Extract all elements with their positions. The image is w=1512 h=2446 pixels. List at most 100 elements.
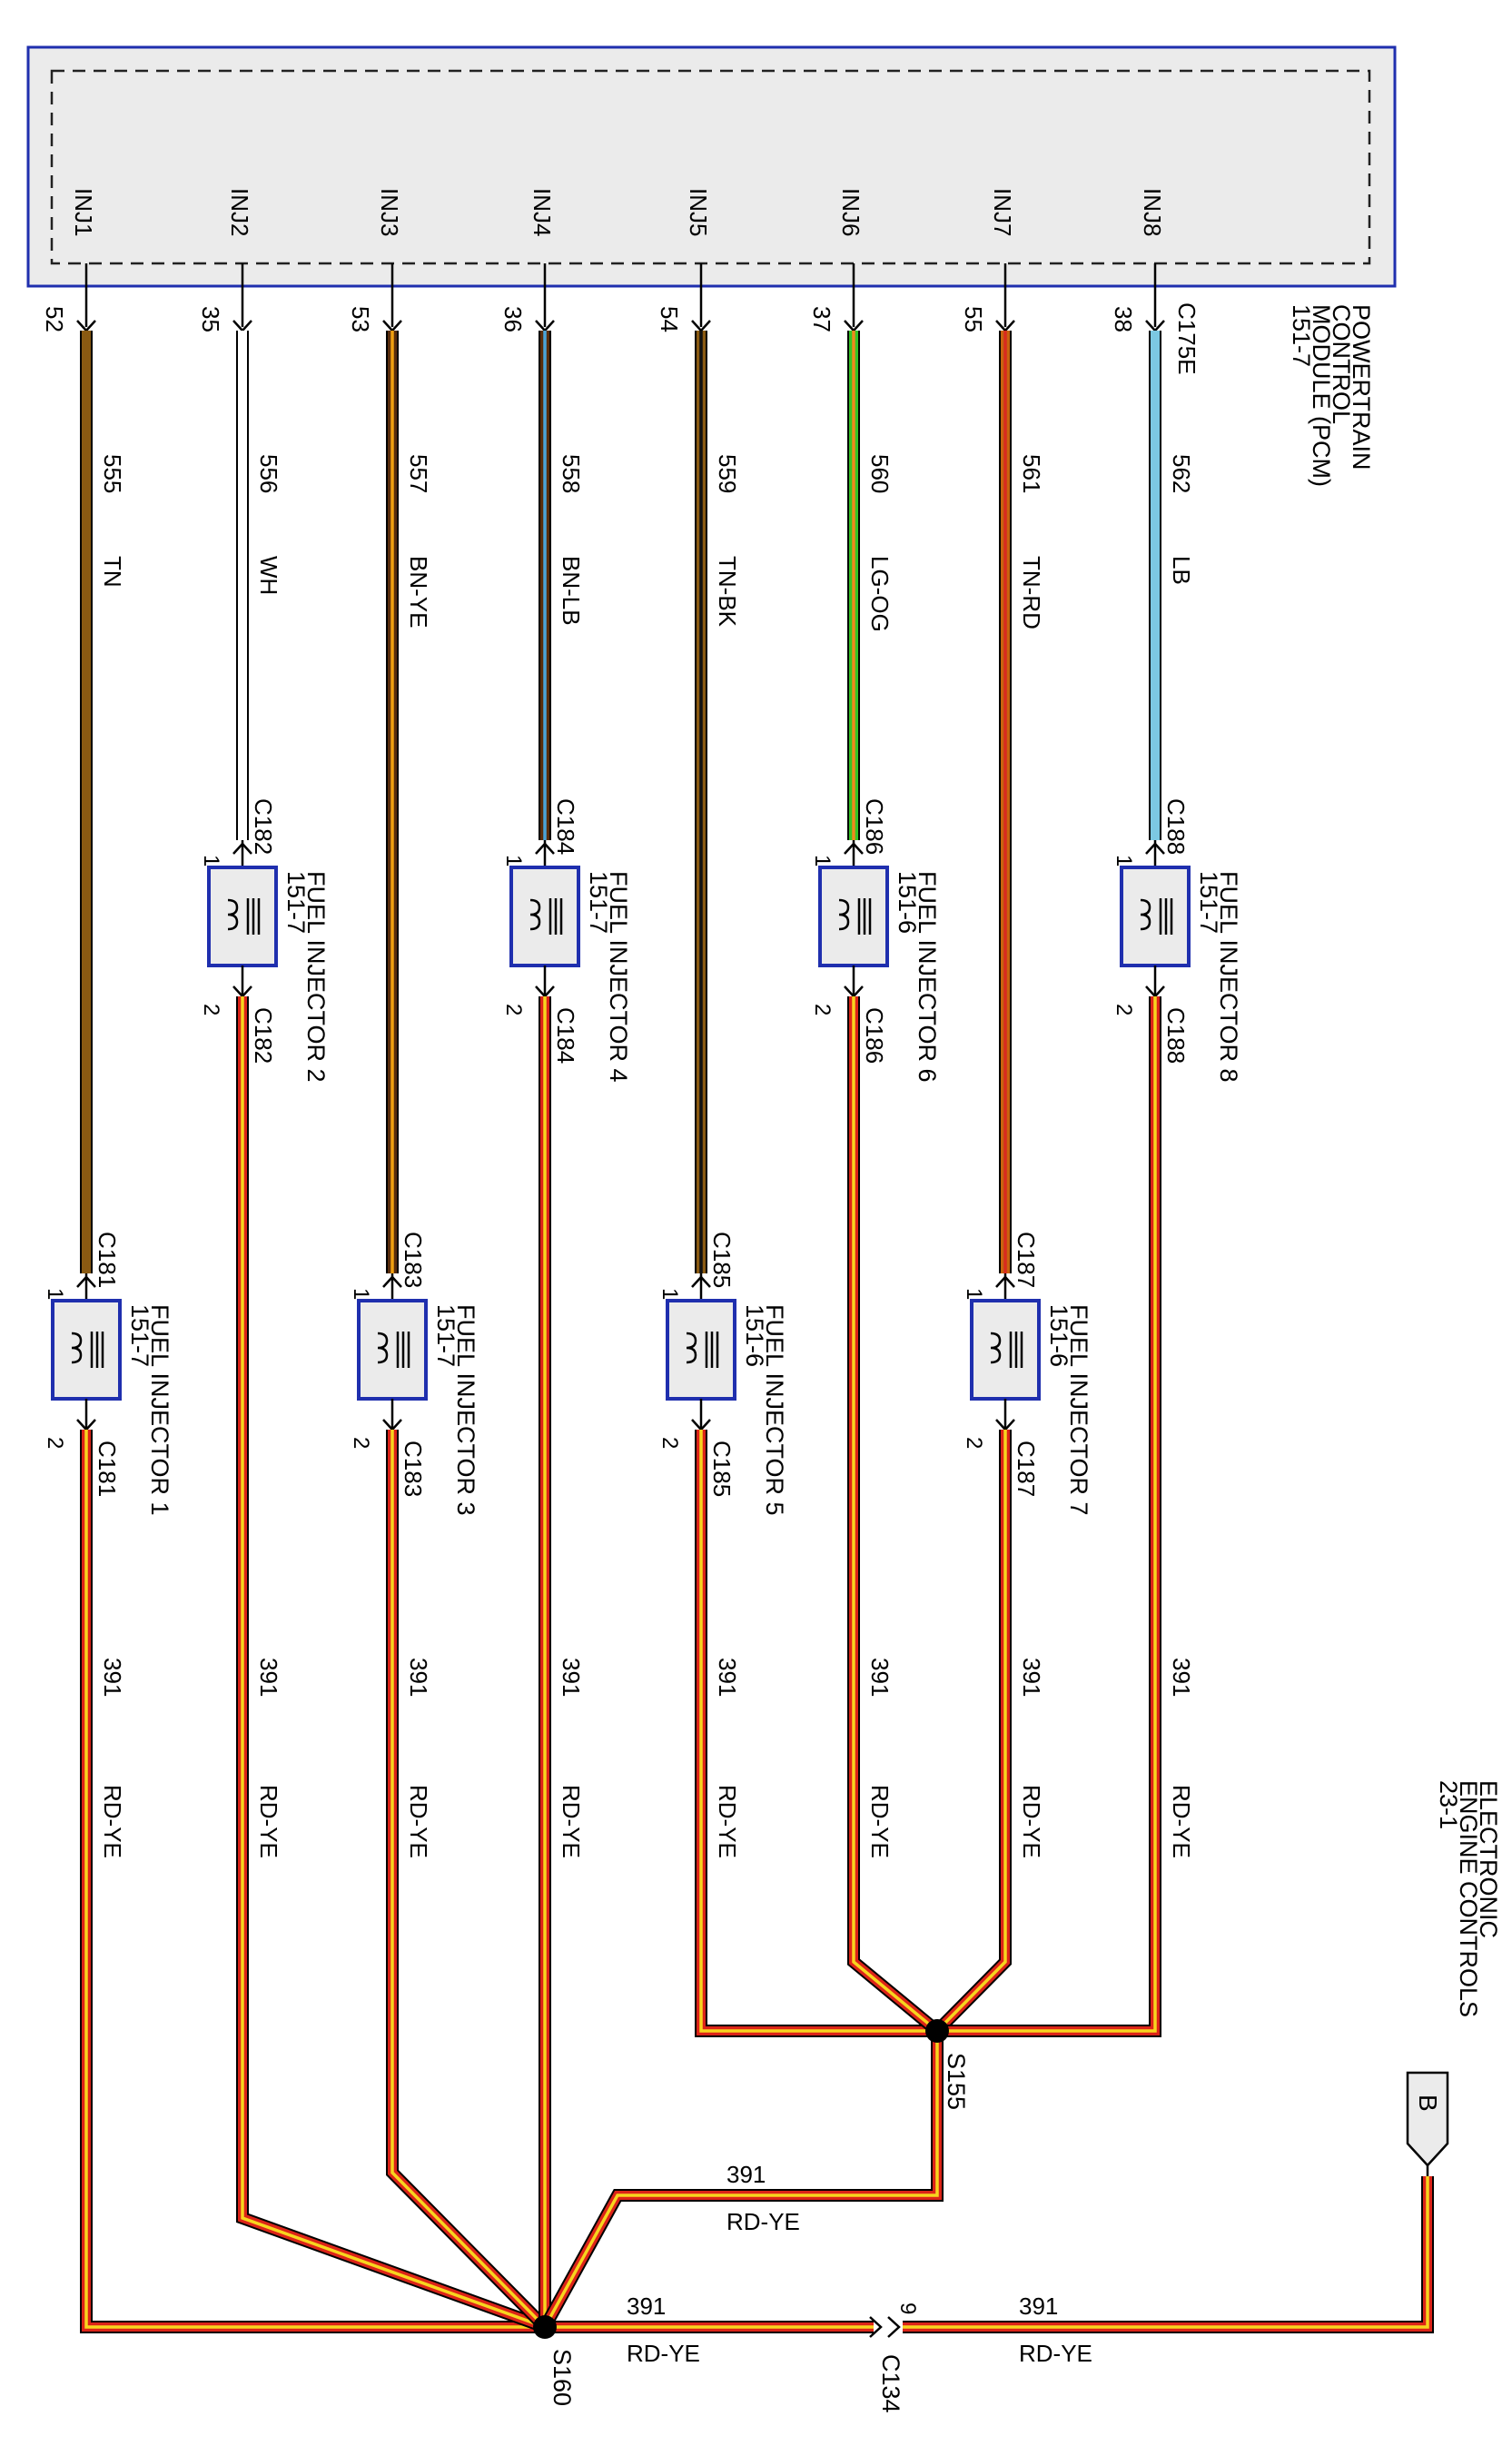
injector-out-connector-label: C184	[552, 1007, 579, 1064]
c134-pin: 9	[895, 2302, 920, 2314]
injector-ref: 151-7	[126, 1304, 153, 1367]
return-color-code: RD-YE	[866, 1785, 894, 1858]
wire-color-code: LB	[1168, 556, 1195, 585]
injector-connector-label: C183	[400, 1232, 427, 1288]
pcm-pin-label: INJ8	[1139, 188, 1166, 236]
main-color-code: RD-YE	[627, 2340, 700, 2367]
pcm-pin-label: INJ5	[685, 188, 712, 236]
injector-connector-arrow	[535, 842, 555, 855]
splice-s160[interactable]	[533, 2315, 557, 2339]
pcm-pin-label: INJ2	[226, 188, 253, 236]
fuel-injector-7[interactable]	[970, 1299, 1041, 1401]
injector-out-connector-label: C187	[1013, 1441, 1040, 1497]
link-color-code: RD-YE	[726, 2208, 800, 2235]
injector-ref: 151-7	[282, 871, 310, 934]
return-circuit-number: 391	[99, 1658, 126, 1697]
eec-color-code: RD-YE	[1019, 2340, 1092, 2367]
circuit-number: 557	[405, 454, 432, 493]
fuel-injector-6[interactable]	[818, 866, 889, 967]
injector-connector-arrow	[76, 1275, 96, 1288]
injector-pin-2: 2	[810, 1004, 835, 1015]
injector-pin-2: 2	[962, 1437, 986, 1449]
fuel-injector-3[interactable]	[357, 1299, 428, 1401]
splice-s160-label: S160	[548, 2349, 576, 2406]
injector-out-connector-label: C186	[861, 1007, 888, 1064]
return-color-code: RD-YE	[1018, 1785, 1045, 1858]
fuel-injector-4[interactable]	[509, 866, 580, 967]
circuit-number: 561	[1018, 454, 1045, 493]
return-circuit-number: 391	[714, 1658, 741, 1697]
coil-icon	[838, 898, 850, 931]
fuel-injector-5[interactable]	[666, 1299, 736, 1401]
eec-tag-letter: B	[1414, 2094, 1442, 2112]
injector-connector-label: C184	[552, 798, 579, 855]
c134-arrow-out	[887, 2316, 901, 2338]
pcm-pin-number: 52	[41, 306, 68, 332]
injector-ref: 151-6	[741, 1304, 768, 1367]
injector-connector-arrow	[382, 1275, 402, 1288]
circuit-number: 555	[99, 454, 126, 493]
pcm-pin-number: 38	[1110, 306, 1137, 332]
coil-icon	[686, 1332, 697, 1364]
return-wire-s155-s160	[539, 2031, 944, 2331]
return-wire-2	[236, 996, 548, 2333]
injector-ref: 151-7	[432, 1304, 460, 1367]
wire-color-code: LG-OG	[866, 556, 894, 632]
injector-pin-2: 2	[1112, 1004, 1136, 1015]
injector-name: FUEL INJECTOR 3	[452, 1304, 479, 1516]
wire-color-code: TN-BK	[714, 556, 741, 628]
eec-title-line2: ENGINE CONTROLS	[1455, 1780, 1482, 2017]
return-color-code: RD-YE	[1168, 1785, 1195, 1858]
injector-name: FUEL INJECTOR 1	[146, 1304, 173, 1516]
injector-out-connector-label: C185	[708, 1441, 736, 1497]
pcm-pin-label: INJ3	[376, 188, 403, 236]
return-wire-8	[937, 996, 1161, 2037]
return-color-code: RD-YE	[558, 1785, 585, 1858]
injector-connector-label: C186	[861, 798, 888, 855]
return-color-code: RD-YE	[714, 1785, 741, 1858]
pcm-pin-label: INJ7	[989, 188, 1016, 236]
injector-connector-arrow	[844, 842, 864, 855]
injector-connector-arrow	[691, 1275, 711, 1288]
fuel-injector-1[interactable]	[51, 1299, 122, 1401]
circuit-number: 559	[714, 454, 741, 493]
return-wire-c134-eec	[903, 2176, 1434, 2333]
pcm-pin-label: INJ4	[529, 188, 556, 236]
splice-s155-label: S155	[943, 2053, 970, 2110]
injector-pin-1: 1	[349, 1288, 373, 1300]
injector-pin-1: 1	[43, 1288, 67, 1300]
return-wire-layer	[80, 996, 1434, 2339]
eec-reference-tag[interactable]	[1406, 2071, 1449, 2167]
fuel-injector-2[interactable]	[207, 866, 278, 967]
return-circuit-number: 391	[255, 1658, 282, 1697]
wire-color-code: TN-RD	[1018, 556, 1045, 629]
return-color-code: RD-YE	[255, 1785, 282, 1858]
injector-pin-2: 2	[199, 1004, 223, 1015]
injector-out-connector-label: C188	[1162, 1007, 1190, 1064]
injector-pin-1: 1	[199, 855, 223, 866]
fuel-injector-8[interactable]	[1120, 866, 1191, 967]
pcm-pin-label: INJ1	[70, 188, 97, 236]
injector-connector-label: C188	[1162, 798, 1190, 855]
injector-ref: 151-7	[1195, 871, 1222, 934]
return-circuit-number: 391	[405, 1658, 432, 1697]
eec-title-line3: 23-1	[1435, 1780, 1462, 1829]
injector-ref: 151-6	[1045, 1304, 1072, 1367]
circuits-layer	[51, 263, 1449, 2338]
return-color-code: RD-YE	[405, 1785, 432, 1858]
return-wire-6	[847, 996, 942, 2036]
pcm-module-box[interactable]	[26, 45, 1397, 288]
coil-icon	[1140, 898, 1151, 931]
injector-ref: 151-6	[894, 871, 921, 934]
return-wire-1	[80, 1430, 545, 2333]
injector-pin-2: 2	[657, 1437, 682, 1449]
link-circuit-number: 391	[726, 2161, 766, 2188]
injector-connector-arrow	[1145, 842, 1165, 855]
injector-connector-arrow	[232, 842, 252, 855]
injector-pin-2: 2	[43, 1437, 67, 1449]
injector-connector-label: C187	[1013, 1232, 1040, 1288]
circuit-number: 556	[255, 454, 282, 493]
injector-out-connector-label: C181	[94, 1441, 121, 1497]
splice-s155[interactable]	[925, 2019, 949, 2043]
